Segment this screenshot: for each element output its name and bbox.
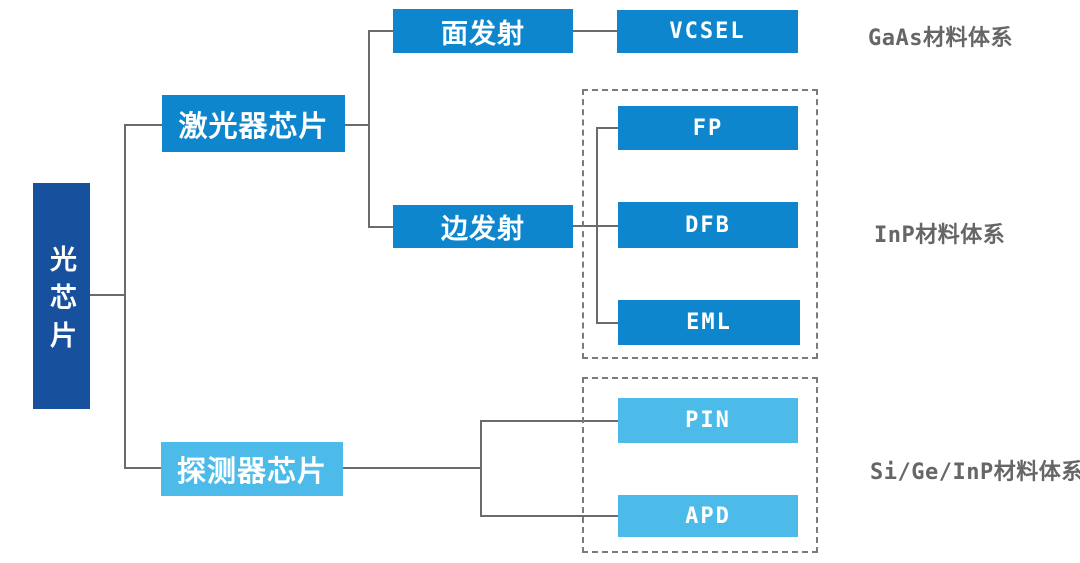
node-surface-emitting: 面发射 — [393, 9, 573, 53]
node-pin: PIN — [618, 398, 798, 443]
node-detector-chip: 探测器芯片 — [161, 442, 343, 496]
node-vcsel: VCSEL — [617, 10, 798, 53]
inp-material-group-border — [582, 89, 818, 359]
connector-to-pin — [481, 420, 618, 422]
connector-surface-to-vcsel — [573, 30, 617, 32]
node-apd: APD — [618, 495, 798, 537]
connector-to-edge-emit — [369, 226, 393, 228]
connector-detector-spine — [480, 420, 482, 517]
connector-laser-out — [345, 124, 369, 126]
si-ge-inp-material-group-border — [582, 377, 818, 553]
connector-edge-spine — [596, 127, 598, 324]
connector-to-fp — [597, 127, 618, 129]
connector-level1-spine — [124, 124, 126, 469]
node-edge-emitting: 边发射 — [393, 205, 573, 248]
connector-to-eml — [597, 322, 618, 324]
connector-detector-out — [343, 467, 481, 469]
connector-edge-out — [573, 225, 618, 227]
connector-to-laser — [125, 124, 162, 126]
connector-emit-spine — [368, 30, 370, 228]
label-inp-material-system: InP材料体系 — [874, 223, 1006, 248]
connector-to-apd — [481, 515, 618, 517]
label-si-ge-inp-material-system: Si/Ge/InP材料体系 — [870, 460, 1080, 485]
connector-to-detector — [125, 467, 161, 469]
label-gaas-material-system: GaAs材料体系 — [868, 26, 1013, 51]
node-eml: EML — [618, 300, 800, 345]
node-dfb: DFB — [618, 202, 798, 248]
connector-root-out — [90, 294, 125, 296]
node-fp: FP — [618, 106, 798, 150]
connector-to-surface-emit — [369, 30, 393, 32]
node-laser-chip: 激光器芯片 — [162, 95, 345, 152]
node-optical-chip: 光芯片 — [33, 183, 90, 409]
